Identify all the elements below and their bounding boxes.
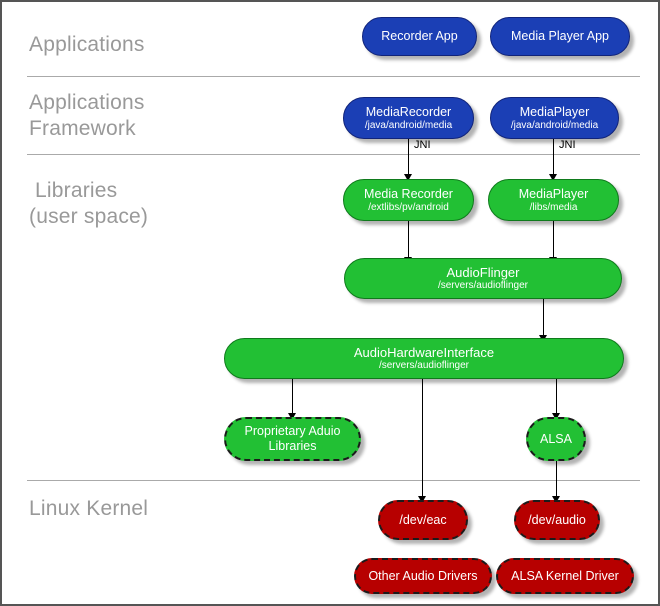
node-other-audio-drivers-title: Other Audio Drivers (368, 568, 478, 583)
node-mediaplayer-framework-path: /java/android/media (510, 119, 599, 131)
arrowhead-media-recorder-lib (404, 174, 412, 181)
layer-label-applications-framework: Applications Framework (29, 91, 145, 140)
node-dev-eac[interactable]: /dev/eac (378, 500, 468, 540)
node-dev-audio-title: /dev/audio (528, 512, 586, 527)
node-alsa-title: ALSA (540, 431, 572, 446)
node-audiohardwareinterface-title: AudioHardwareInterface (353, 345, 495, 360)
node-alsa-kernel-driver-title: ALSA Kernel Driver (511, 568, 619, 583)
node-audioflinger-path: /servers/audioflinger (437, 280, 529, 291)
connector-mediaplayer-lib-to-audioflinger (553, 221, 554, 263)
node-dev-audio[interactable]: /dev/audio (514, 500, 600, 540)
node-audiohardwareinterface[interactable]: AudioHardwareInterface /servers/audiofli… (224, 338, 624, 379)
node-proprietary-audio-libraries-title-line2: Libraries (268, 439, 317, 453)
layer-label-linux-kernel: Linux Kernel (29, 497, 149, 520)
node-mediaplayer-lib-title: MediaPlayer (518, 186, 589, 201)
connector-alsa-to-dev-audio (556, 460, 557, 500)
node-proprietary-audio-libraries[interactable]: Proprietary Aduio Libraries (224, 417, 361, 461)
node-alsa-kernel-driver[interactable]: ALSA Kernel Driver (496, 558, 634, 594)
node-mediaplayer-framework[interactable]: MediaPlayer /java/android/media (490, 97, 619, 139)
connector-audiohardwareinterface-to-dev-eac (422, 378, 423, 500)
node-audioflinger[interactable]: AudioFlinger /servers/audioflinger (344, 258, 622, 299)
edge-label-jni-player: JNI (559, 139, 576, 151)
node-alsa[interactable]: ALSA (526, 417, 586, 461)
node-mediarecorder-path: /java/android/media (364, 119, 453, 131)
node-mediaplayer-lib-path: /libs/media (529, 201, 578, 213)
node-recorder-app-title: Recorder App (381, 29, 458, 43)
connector-audiohardwareinterface-to-proprietary-audio-libraries (292, 378, 293, 417)
node-other-audio-drivers[interactable]: Other Audio Drivers (354, 558, 492, 594)
node-proprietary-audio-libraries-title: Proprietary Aduio (244, 424, 341, 438)
layer-label-libraries: Libraries (user space) (29, 179, 149, 228)
layer-label-applications: Applications (29, 33, 145, 56)
node-media-recorder-lib-path: /extlibs/pv/android (368, 201, 449, 213)
edge-label-jni-recorder: JNI (414, 139, 431, 151)
node-audioflinger-title: AudioFlinger (446, 265, 520, 280)
arrowhead-mediaplayer-lib (549, 174, 557, 181)
node-audiohardwareinterface-path: /servers/audioflinger (378, 360, 470, 371)
node-media-player-app[interactable]: Media Player App (490, 17, 630, 56)
connector-audioflinger-to-audiohardwareinterface (543, 299, 544, 341)
node-mediaplayer-framework-title: MediaPlayer (519, 104, 590, 119)
node-mediaplayer-lib[interactable]: MediaPlayer /libs/media (488, 179, 619, 221)
node-media-recorder-lib[interactable]: Media Recorder /extlibs/pv/android (343, 179, 474, 221)
node-media-recorder-lib-title: Media Recorder (364, 186, 453, 201)
divider-applications (27, 76, 640, 77)
node-recorder-app[interactable]: Recorder App (362, 17, 477, 56)
divider-applications-framework (27, 154, 640, 155)
connector-mediarecorder-to-media-recorder-lib (408, 138, 409, 178)
node-media-player-app-title: Media Player App (511, 29, 609, 43)
connector-media-recorder-lib-to-audioflinger (408, 221, 409, 263)
node-mediarecorder-title: MediaRecorder (365, 104, 452, 119)
connector-mediaplayer-fw-to-mediaplayer-lib (553, 138, 554, 178)
node-dev-eac-title: /dev/eac (399, 512, 447, 527)
node-mediarecorder[interactable]: MediaRecorder /java/android/media (343, 97, 474, 139)
divider-linux-kernel (27, 480, 640, 481)
connector-audiohardwareinterface-to-alsa (556, 378, 557, 417)
